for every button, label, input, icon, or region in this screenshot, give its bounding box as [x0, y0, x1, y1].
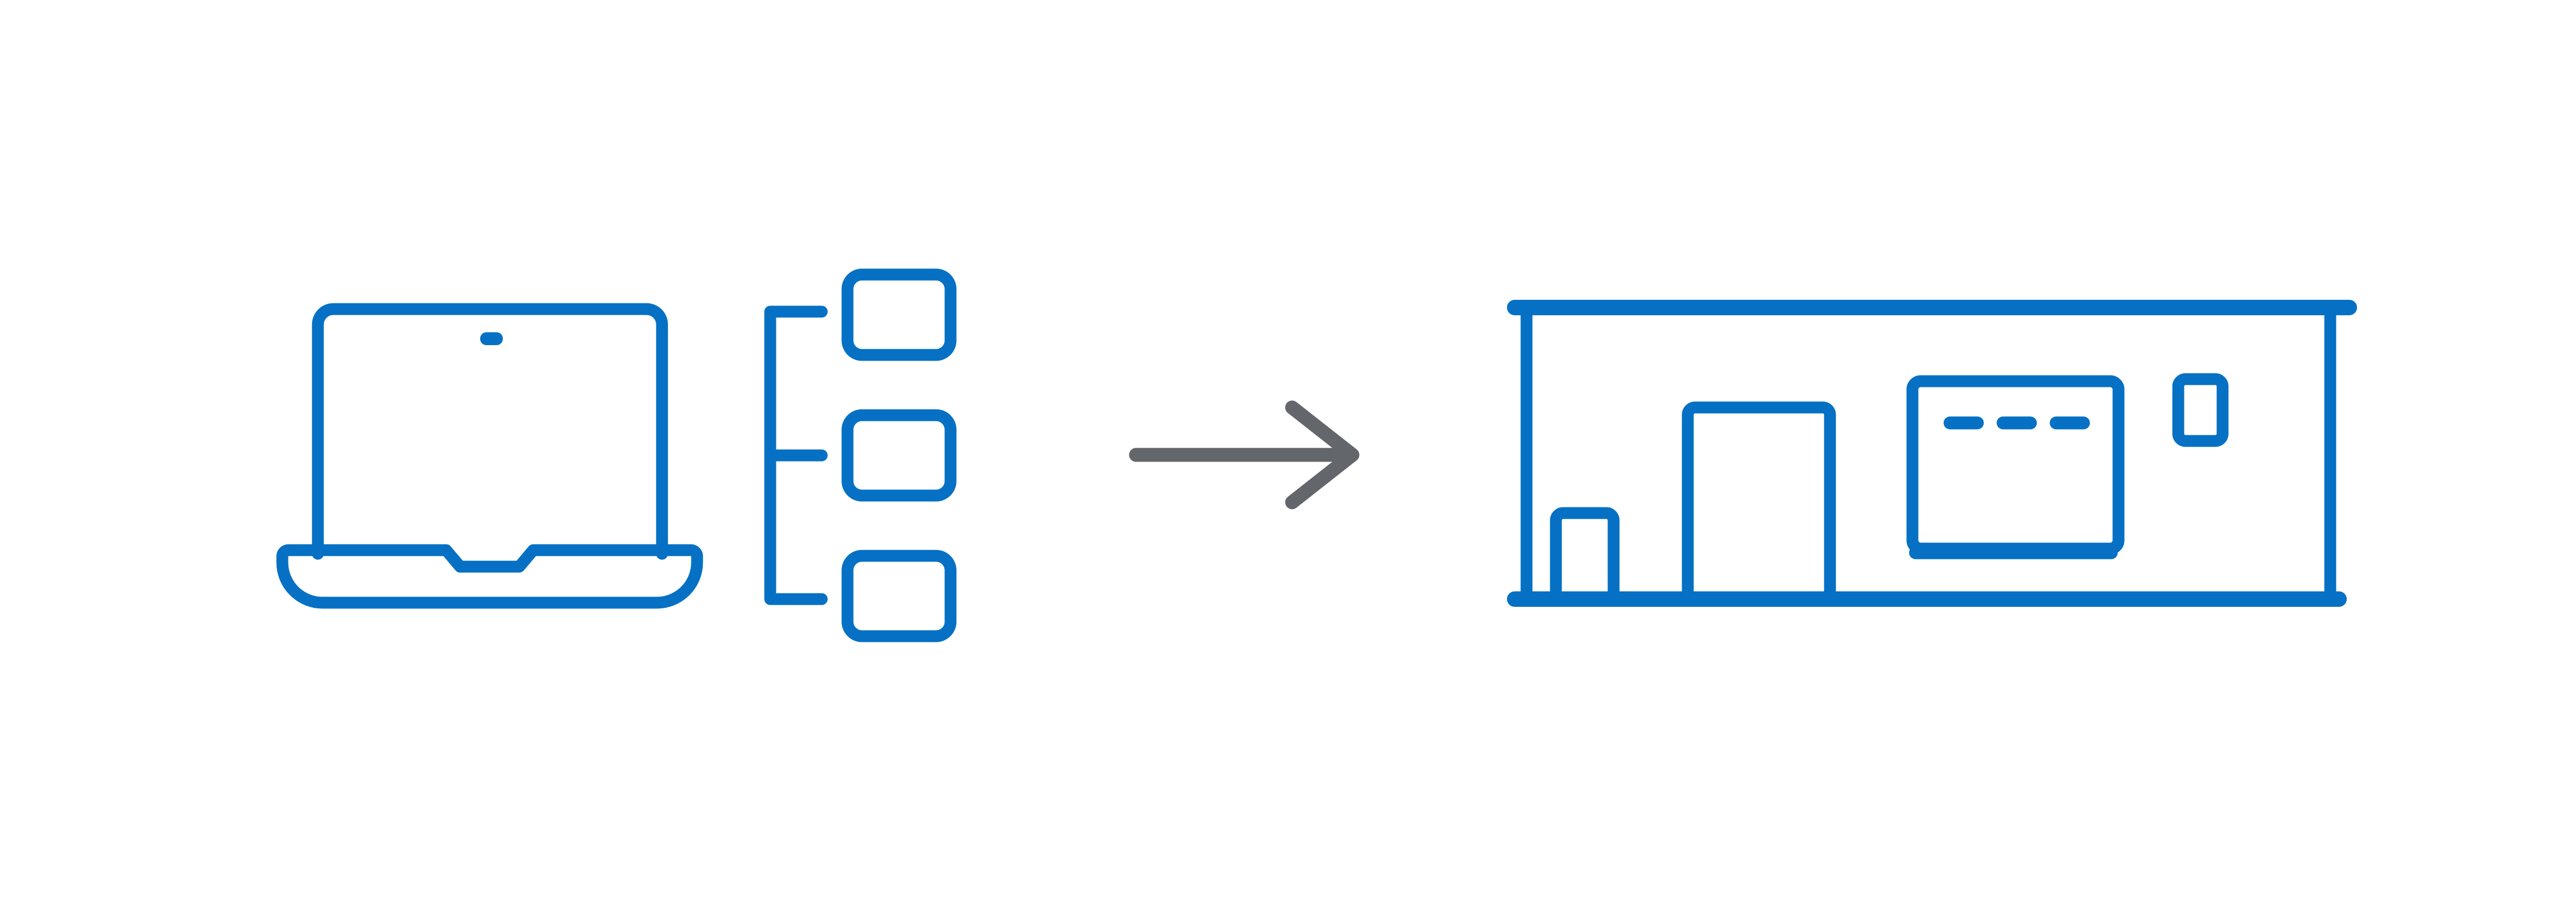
bar-chart-tall-bar — [1682, 401, 1836, 597]
arrow-head — [1285, 400, 1360, 509]
arrow-right-icon — [1129, 400, 1360, 509]
tree-node-box-2[interactable] — [841, 409, 957, 502]
laptop-webcam-dot — [480, 332, 503, 345]
hierarchy-tree-icon — [764, 268, 957, 642]
tree-node-box-3[interactable] — [841, 550, 957, 642]
tree-node-box-1[interactable] — [841, 268, 957, 361]
laptop-icon — [276, 303, 703, 609]
laptop-screen-lid — [312, 303, 668, 560]
dashboard-side-rectangle[interactable] — [2172, 373, 2229, 447]
laptop-base-tray — [276, 544, 703, 609]
datacenter-dashboard-icon — [1507, 300, 2357, 607]
bar-chart-small-bar — [1550, 507, 1620, 597]
